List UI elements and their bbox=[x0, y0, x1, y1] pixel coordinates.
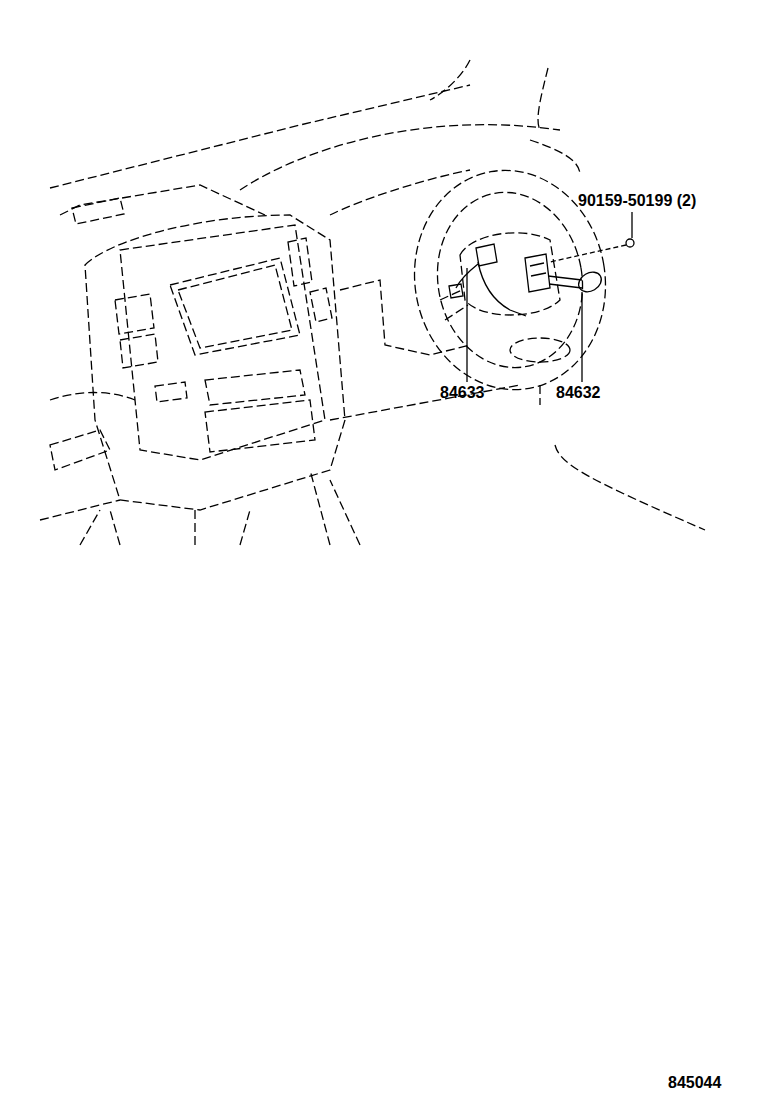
switch-arm bbox=[548, 276, 582, 288]
wire-harness bbox=[478, 262, 526, 316]
dash-left bbox=[50, 393, 135, 401]
dash-edge bbox=[530, 140, 580, 175]
button bbox=[155, 382, 187, 402]
display-inner bbox=[178, 265, 292, 348]
screw-axis bbox=[550, 245, 626, 262]
callout-number: 84633 bbox=[440, 384, 485, 402]
vent bbox=[115, 294, 154, 334]
dashboard-outline bbox=[40, 60, 705, 545]
vent bbox=[288, 238, 312, 286]
wire-connector bbox=[476, 244, 497, 266]
pillar bbox=[538, 68, 548, 130]
steering-spoke bbox=[510, 338, 570, 362]
display bbox=[170, 258, 300, 355]
dash-left bbox=[40, 500, 120, 520]
screw bbox=[626, 239, 634, 247]
defroster-slot bbox=[72, 198, 124, 224]
switch-body bbox=[525, 254, 550, 292]
console bbox=[330, 480, 360, 545]
console bbox=[110, 510, 120, 545]
callout-number-slot: 84632 bbox=[556, 384, 601, 402]
steering-spoke bbox=[440, 290, 468, 320]
control-panel bbox=[205, 370, 305, 405]
switch-knob bbox=[575, 268, 605, 296]
console bbox=[310, 470, 330, 545]
figure-number: 845044 bbox=[668, 1074, 721, 1092]
center-stack-inner bbox=[120, 225, 325, 460]
vent bbox=[310, 288, 332, 322]
console bbox=[240, 510, 250, 545]
steering-hub bbox=[460, 233, 560, 315]
dash-top bbox=[240, 125, 560, 190]
defroster bbox=[60, 185, 265, 215]
parts bbox=[449, 212, 634, 382]
callout-number: 84632 bbox=[556, 384, 601, 402]
leader-line bbox=[581, 292, 582, 382]
wire-connector bbox=[449, 284, 463, 298]
lower-panel bbox=[330, 385, 520, 420]
floor-line bbox=[555, 445, 705, 530]
control-panel bbox=[205, 400, 315, 452]
switch-body bbox=[530, 263, 546, 276]
pillar bbox=[430, 60, 470, 100]
steering-column bbox=[539, 385, 540, 405]
part-number: 90159-50199 (2) bbox=[578, 192, 696, 210]
center-stack bbox=[85, 215, 345, 510]
lower-panel bbox=[340, 280, 470, 355]
figure-number-slot: 845044 bbox=[668, 1074, 721, 1092]
leader-line bbox=[631, 212, 632, 238]
steering-wheel-rim-inner bbox=[424, 181, 596, 379]
console bbox=[194, 510, 195, 545]
console bbox=[80, 510, 100, 545]
leader-line bbox=[466, 268, 467, 382]
left-vent bbox=[50, 430, 110, 470]
part-number-slot: 90159-50199 (2) bbox=[578, 192, 696, 210]
vent bbox=[120, 334, 158, 368]
callout-number-slot: 84633 bbox=[440, 384, 485, 402]
windshield-edge bbox=[50, 85, 470, 188]
